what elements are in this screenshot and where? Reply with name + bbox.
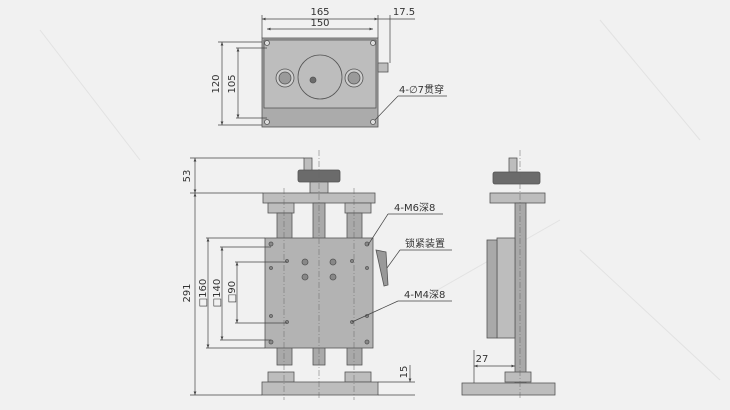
dim-27: 27 xyxy=(476,354,489,365)
dim-15: 15 xyxy=(399,366,410,379)
label-m4-holes: 4-M4深8 xyxy=(404,289,445,301)
side-view: 27 xyxy=(461,150,556,400)
dim-140: □140 xyxy=(212,279,223,308)
dim-53: 53 xyxy=(182,170,193,183)
dim-165: 165 xyxy=(310,7,329,18)
front-view: 53 291 □160 □140 □90 15 4-M6深8 锁紧装置 4-M4… xyxy=(182,150,452,400)
label-lock-device: 锁紧装置 xyxy=(405,237,445,250)
label-through-holes: 4-∅7贯穿 xyxy=(399,83,444,96)
dim-120: 120 xyxy=(211,74,222,93)
dim-17-5: 17.5 xyxy=(393,7,415,18)
label-m6-holes: 4-M6深8 xyxy=(394,202,435,214)
dim-105: 105 xyxy=(227,74,238,93)
dim-160: □160 xyxy=(198,279,209,308)
dim-90: □90 xyxy=(227,281,238,303)
background-watermark-lines xyxy=(39,19,721,381)
top-view: 165 17.5 150 120 105 4-∅7贯穿 xyxy=(211,7,447,128)
dim-150: 150 xyxy=(310,18,329,29)
dim-291: 291 xyxy=(182,283,193,302)
